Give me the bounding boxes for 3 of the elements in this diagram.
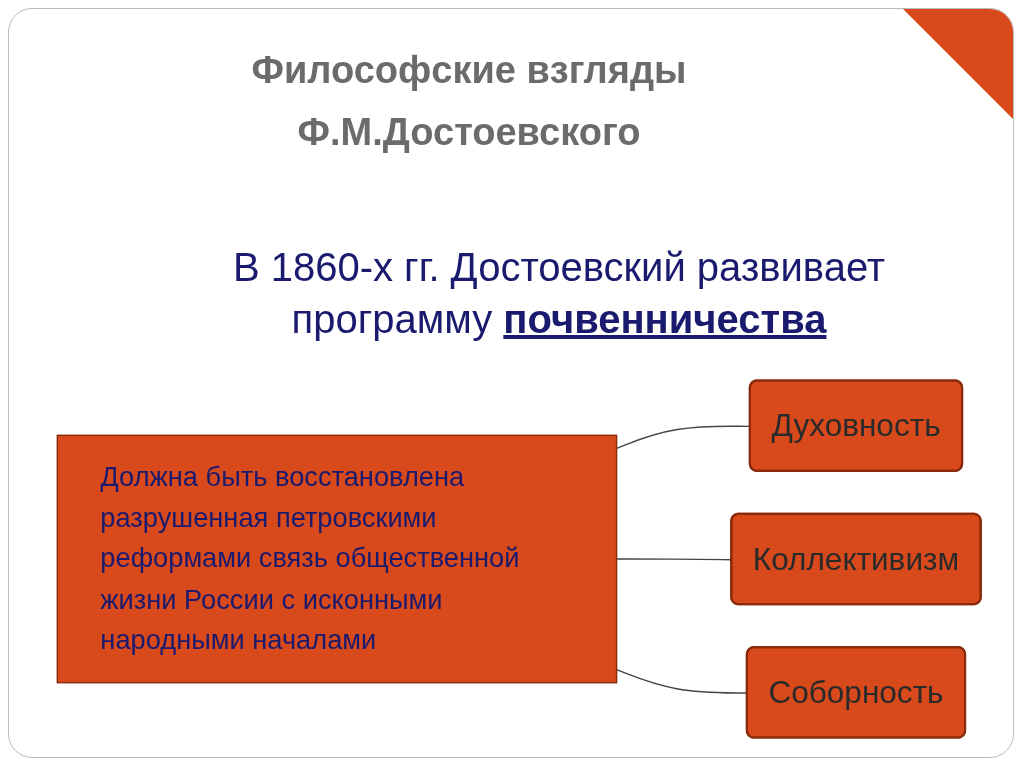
subtitle: В 1860-х гг. Достоевский развивает программу почвенничества [231, 244, 887, 343]
title: Философские взгляды Ф.М.Достоевского [250, 48, 688, 155]
node-box: Должна быть восстановлена разрушенная петровскими реформами связь общественной жизни России с исконными народными началами [56, 434, 618, 684]
